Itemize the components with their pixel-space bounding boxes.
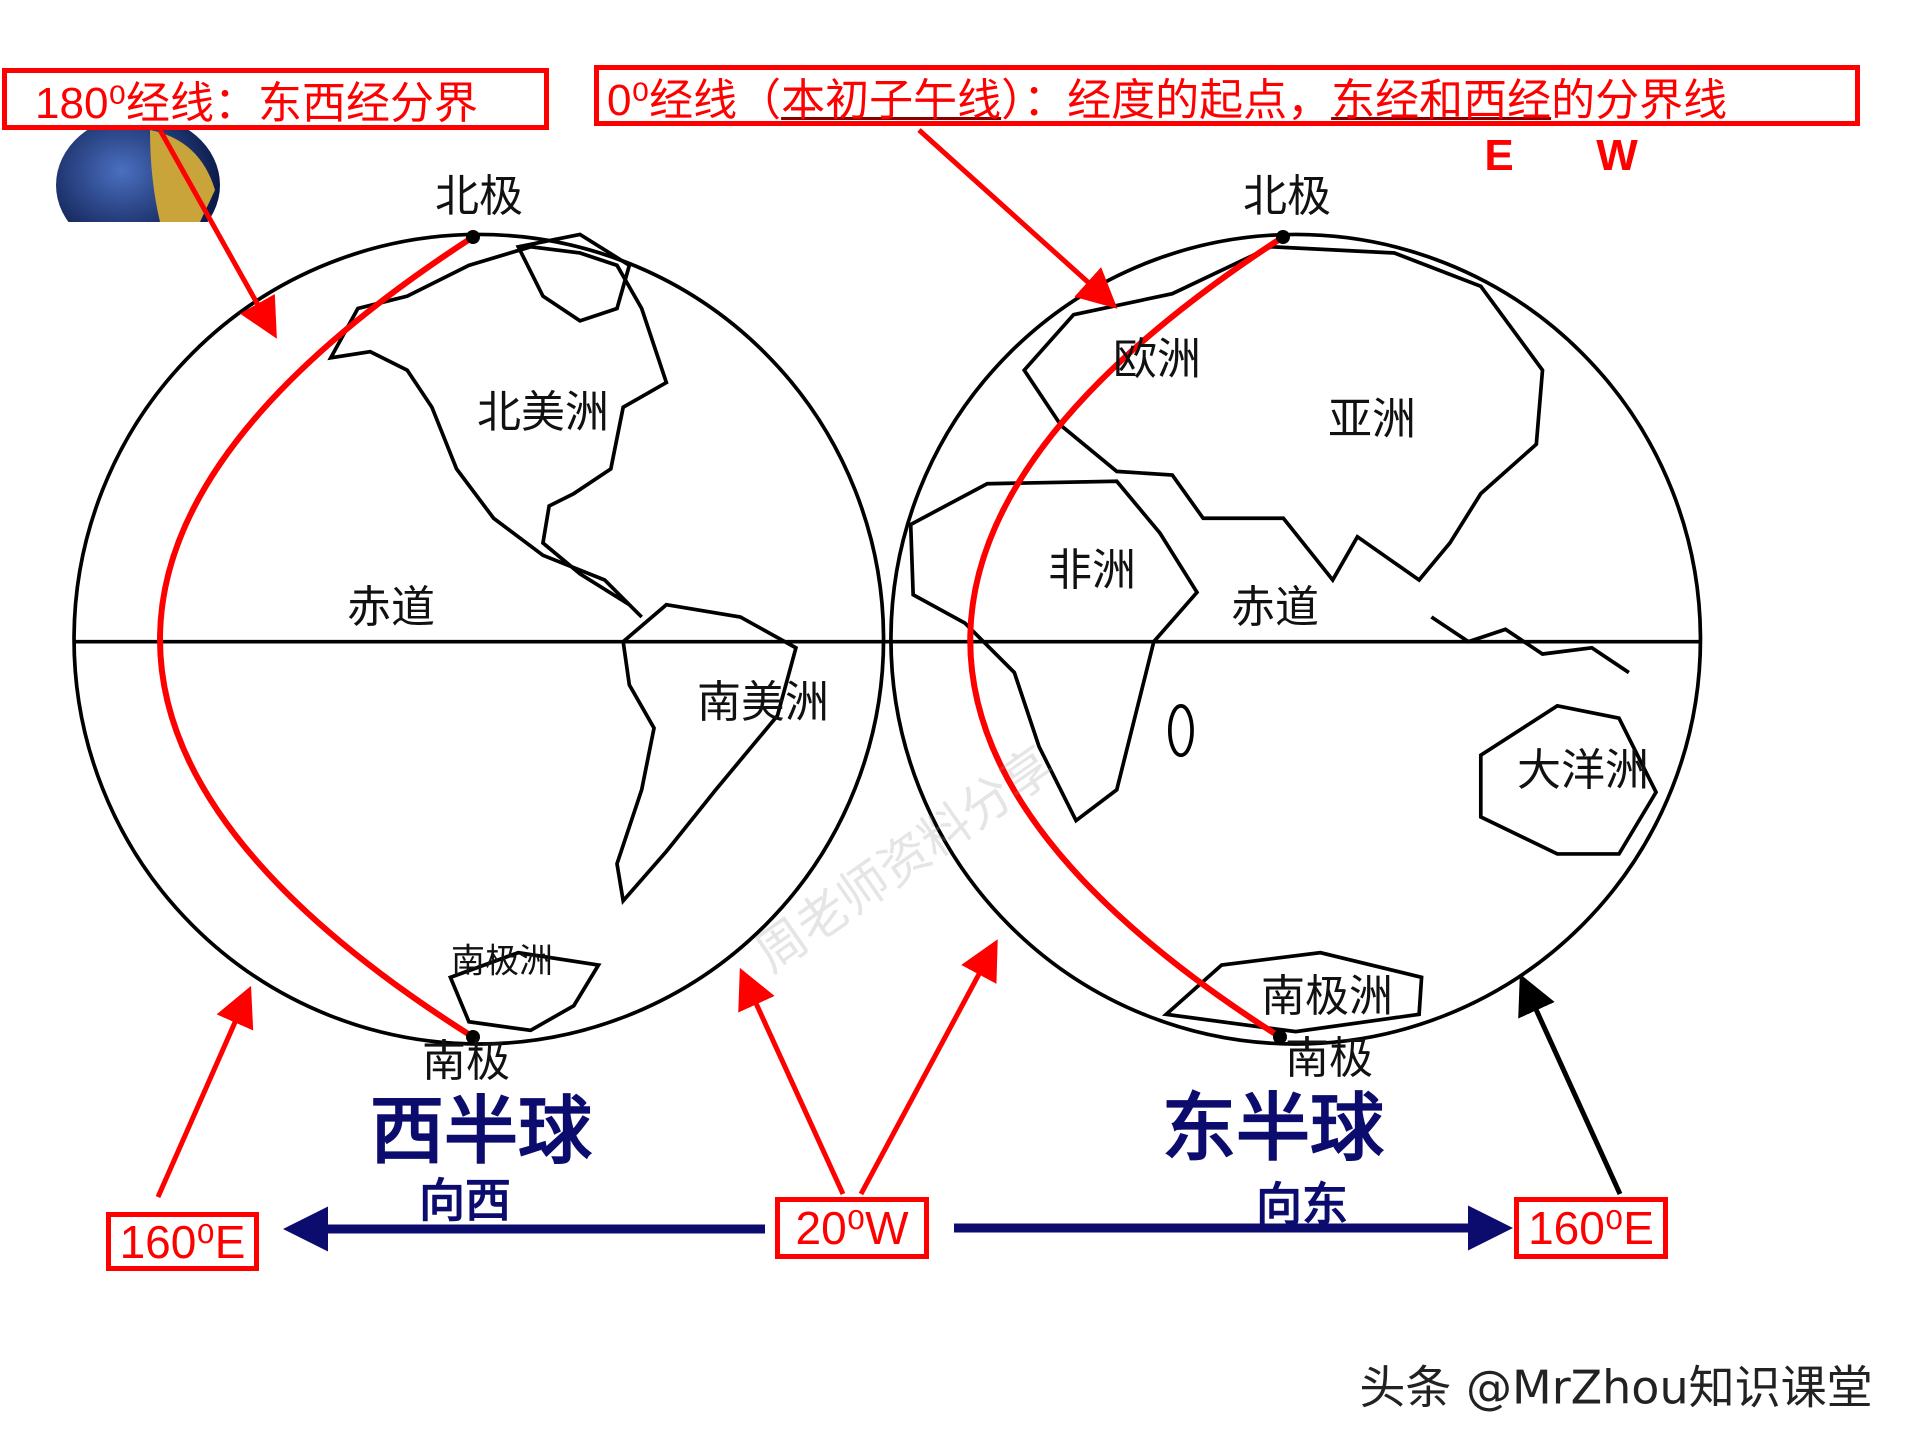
south-pole-label-east: 南极 — [1285, 1032, 1373, 1084]
pointer-20w-west — [738, 967, 846, 1196]
westward-label: 向西 — [419, 1173, 511, 1228]
meridian-180-label: 180⁰经线：东西经分界 — [2, 68, 549, 130]
meridian-180-arc — [157, 234, 475, 1040]
label-suffix: 的分界线 — [1551, 75, 1728, 125]
eastern-hemisphere-outline — [889, 232, 1703, 1046]
globe-icon — [40, 115, 240, 262]
pointer-160e-right — [1518, 973, 1623, 1196]
pointer-180 — [157, 128, 277, 339]
oceania-label: 大洋洲 — [1517, 744, 1649, 796]
prime-meridian-arc — [967, 234, 1285, 1040]
pointer-20w-east — [858, 939, 998, 1196]
antarctica-label-west: 南极洲 — [451, 941, 553, 982]
south-pole-dot-east — [1273, 1030, 1287, 1044]
north-pole-label-west: 北极 — [435, 170, 523, 222]
pointer-0 — [917, 128, 1118, 309]
footer-credit: 头条 @MrZhou知识课堂 — [1359, 1360, 1873, 1415]
north-america-outline — [327, 244, 669, 619]
east-letter: E — [1484, 130, 1514, 180]
south-pole-label-west: 南极 — [422, 1035, 510, 1087]
madagascar-outline — [1167, 703, 1194, 758]
east-antarctica-outline — [1161, 950, 1424, 1034]
north-america-label: 北美洲 — [477, 386, 609, 438]
label-prefix: 0⁰经线（ — [607, 75, 782, 125]
prime-meridian-term: 本初子午线 — [781, 75, 1002, 125]
south-america-label: 南美洲 — [697, 676, 829, 728]
west-antarctica-outline — [447, 950, 602, 1033]
asia-label: 亚洲 — [1328, 393, 1416, 445]
western-hemisphere-title: 西半球 — [370, 1088, 592, 1175]
africa-label: 非洲 — [1048, 544, 1136, 596]
label-middle: ）：经度的起点， — [1001, 75, 1332, 125]
eastward-label: 向东 — [1256, 1177, 1348, 1232]
west-letter: W — [1596, 130, 1638, 180]
eastern-hemisphere-title: 东半球 — [1162, 1085, 1384, 1172]
box-160e-right: 160⁰E — [1514, 1197, 1668, 1259]
equator-label-west: 赤道 — [347, 581, 435, 633]
north-pole-label-east: 北极 — [1243, 170, 1331, 222]
east-west-term: 东经和西经 — [1331, 75, 1552, 125]
south-america-outline — [615, 602, 799, 905]
south-pole-dot-west — [466, 1030, 480, 1044]
indonesia-outline — [1430, 615, 1630, 675]
antarctica-label-east: 南极洲 — [1261, 970, 1393, 1022]
prime-meridian-label: 0⁰经线（本初子午线）：经度的起点，东经和西经的分界线 — [594, 65, 1860, 126]
north-pole-dot-west — [466, 230, 480, 244]
box-160e-left: 160⁰E — [106, 1212, 259, 1271]
europe-label: 欧洲 — [1113, 333, 1201, 385]
greenland-outline — [515, 232, 632, 323]
australia-outline — [1478, 703, 1659, 856]
pointer-160e-left — [155, 985, 254, 1199]
north-pole-dot-east — [1276, 230, 1290, 244]
box-20w: 20⁰W — [775, 1197, 929, 1259]
equator-label-east: 赤道 — [1231, 581, 1319, 633]
